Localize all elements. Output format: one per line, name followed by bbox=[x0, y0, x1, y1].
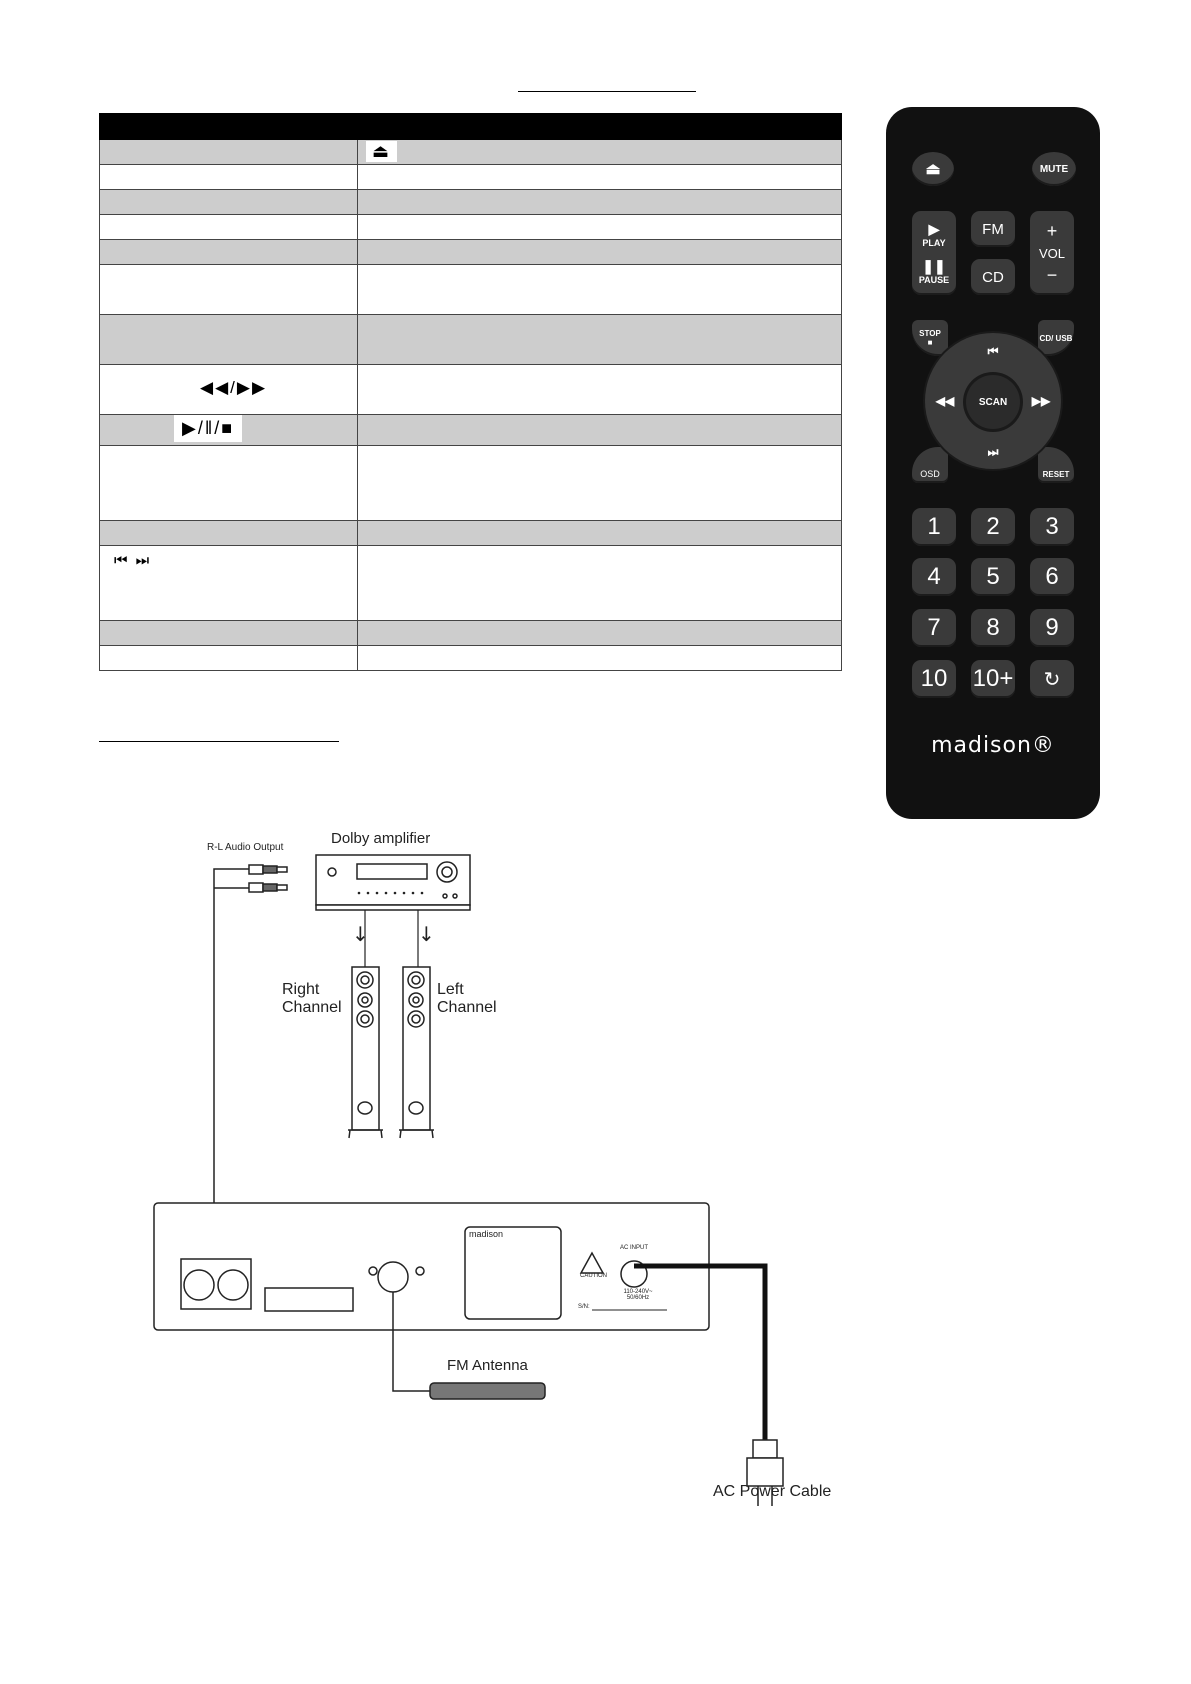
osd-button[interactable]: OSD bbox=[912, 447, 948, 483]
stop-button[interactable]: STOP ■ bbox=[912, 320, 948, 356]
number-button-8[interactable]: 8 bbox=[971, 609, 1015, 647]
repeat-button[interactable]: ↻ bbox=[1030, 660, 1074, 698]
stop-label: STOP bbox=[919, 329, 941, 338]
speaker-right bbox=[348, 966, 383, 1139]
number-button-10[interactable]: 10 bbox=[912, 660, 956, 698]
prev-next-icon: ⏮ ⏭ bbox=[114, 552, 152, 569]
power-cable bbox=[634, 1263, 768, 1440]
amplifier bbox=[315, 854, 471, 911]
dolby-amplifier-label: Dolby amplifier bbox=[331, 830, 431, 847]
table-header-row bbox=[99, 113, 842, 140]
left-channel-label: Left Channel bbox=[437, 981, 497, 1016]
next-track-button[interactable]: ⏭ bbox=[987, 444, 999, 459]
table-row bbox=[99, 239, 842, 265]
scan-button[interactable]: SCAN bbox=[966, 375, 1020, 429]
voltage-label: 110-240V~ 50/60Hz bbox=[623, 1289, 653, 1301]
rear-panel bbox=[153, 1202, 710, 1331]
table-row bbox=[99, 189, 842, 215]
vol-label: VOL bbox=[1038, 245, 1065, 261]
speaker-left bbox=[399, 966, 434, 1139]
ac-input-label: AC INPUT bbox=[620, 1245, 649, 1251]
play-icon: ▶ bbox=[928, 221, 940, 237]
right-channel-label: Right Channel bbox=[282, 981, 342, 1016]
fm-antenna-label: FM Antenna bbox=[447, 1357, 528, 1374]
antenna-cable bbox=[392, 1292, 430, 1392]
volume-button[interactable]: + VOL − bbox=[1030, 211, 1074, 295]
table-row bbox=[99, 620, 842, 646]
stop-icon: ■ bbox=[927, 338, 933, 347]
mute-button[interactable]: MUTE bbox=[1032, 152, 1076, 186]
function-table: ⏏ ◀◀/▶▶ ▶/‖/■ ⏮ ⏭ bbox=[99, 113, 842, 671]
reset-button[interactable]: RESET bbox=[1038, 447, 1074, 483]
audio-cable bbox=[213, 868, 249, 1256]
play-label: PLAY bbox=[922, 238, 946, 248]
table-row bbox=[99, 520, 842, 546]
arrow-down-icon: ↓ bbox=[418, 922, 435, 946]
rewind-forward-icon: ◀◀/▶▶ bbox=[200, 378, 268, 397]
eject-icon: ⏏ bbox=[366, 141, 398, 162]
pause-label: PAUSE bbox=[918, 275, 950, 285]
table-row: ⏏ bbox=[99, 139, 842, 165]
arrow-down-icon: ↓ bbox=[352, 922, 369, 946]
number-button-7[interactable]: 7 bbox=[912, 609, 956, 647]
rca-plugs bbox=[248, 864, 288, 893]
ac-power-cable-label: AC Power Cable bbox=[713, 1483, 832, 1500]
number-button-5[interactable]: 5 bbox=[971, 558, 1015, 596]
play-pause-button[interactable]: ▶ PLAY ❚❚ PAUSE bbox=[912, 211, 956, 295]
section-heading-line-connections bbox=[99, 741, 339, 742]
play-pause-stop-icon: ▶/‖/■ bbox=[174, 415, 243, 442]
table-row: ⏮ ⏭ bbox=[99, 545, 842, 621]
connection-diagram: ↓ ↓ bbox=[153, 854, 784, 1506]
rewind-button[interactable]: ◀◀ bbox=[935, 394, 955, 408]
brand-logo: madison® bbox=[931, 733, 1055, 758]
table-row bbox=[99, 214, 842, 240]
table-row bbox=[99, 314, 842, 365]
table-row bbox=[99, 264, 842, 315]
vol-minus-label: − bbox=[1046, 264, 1058, 285]
panel-brand-label: madison bbox=[469, 1229, 504, 1239]
number-button-10-plus[interactable]: 10+ bbox=[971, 660, 1015, 698]
fast-forward-button[interactable]: ▶▶ bbox=[1031, 394, 1051, 408]
pause-icon: ❚❚ bbox=[922, 258, 946, 274]
rl-audio-output-label: R-L Audio Output bbox=[207, 842, 284, 853]
section-heading-line-top bbox=[518, 91, 696, 92]
number-button-4[interactable]: 4 bbox=[912, 558, 956, 596]
fm-antenna bbox=[429, 1382, 546, 1400]
number-button-1[interactable]: 1 bbox=[912, 508, 956, 546]
number-button-6[interactable]: 6 bbox=[1030, 558, 1074, 596]
remote-control: ⏏ MUTE ▶ PLAY ❚❚ PAUSE FM CD + VOL − STO… bbox=[886, 107, 1100, 819]
table-row bbox=[99, 645, 842, 671]
power-plug bbox=[746, 1439, 784, 1506]
cd-usb-button[interactable]: CD/ USB bbox=[1038, 320, 1074, 356]
prev-track-button[interactable]: ⏮ bbox=[987, 343, 999, 358]
fm-button[interactable]: FM bbox=[971, 211, 1015, 247]
table-row bbox=[99, 164, 842, 190]
number-button-2[interactable]: 2 bbox=[971, 508, 1015, 546]
number-button-9[interactable]: 9 bbox=[1030, 609, 1074, 647]
vol-plus-label: + bbox=[1046, 220, 1058, 241]
eject-button[interactable]: ⏏ bbox=[912, 152, 954, 186]
cd-button[interactable]: CD bbox=[971, 259, 1015, 295]
serial-number-label: S/N: bbox=[578, 1304, 590, 1310]
number-button-3[interactable]: 3 bbox=[1030, 508, 1074, 546]
table-row: ▶/‖/■ bbox=[99, 414, 842, 446]
table-row bbox=[99, 445, 842, 521]
table-row: ◀◀/▶▶ bbox=[99, 364, 842, 415]
caution-label: CAUTION bbox=[580, 1273, 607, 1279]
